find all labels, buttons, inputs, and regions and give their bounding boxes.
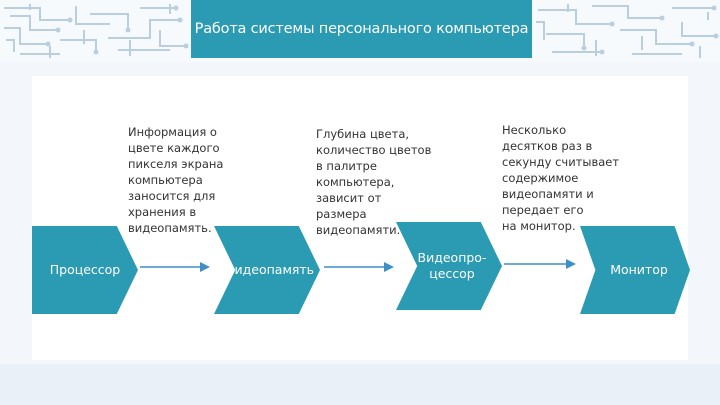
step-processor: Процессор (32, 226, 138, 314)
step-videomemory-label: Видеопамять (225, 262, 315, 277)
footer-band (0, 364, 720, 405)
note-processor: Информация о цвете каждого пикселя экран… (128, 125, 224, 235)
diagram-panel (32, 76, 688, 360)
step-monitor: Монитор (580, 226, 690, 314)
arrow-processor-to-videomemory (140, 262, 210, 272)
circuit-pattern-left (4, 4, 189, 58)
circuit-pattern-right (536, 4, 719, 58)
arrow-videoprocessor-to-monitor (504, 259, 576, 269)
step-monitor-label: Монитор (610, 262, 668, 277)
step-processor-label: Процессор (49, 262, 121, 277)
arrow-videomemory-to-videoprocessor (324, 262, 394, 272)
slide-title: Работа системы персонального компьютера (191, 0, 532, 58)
note-videoprocessor: Несколько десятков раз в секунду считыва… (502, 123, 620, 233)
note-videomemory: Глубина цвета, количество цветов в палит… (316, 127, 432, 237)
step-videoprocessor-label: Видеопро- цессор (417, 250, 487, 281)
slide-title-text: Работа системы персонального компьютера (194, 21, 529, 37)
